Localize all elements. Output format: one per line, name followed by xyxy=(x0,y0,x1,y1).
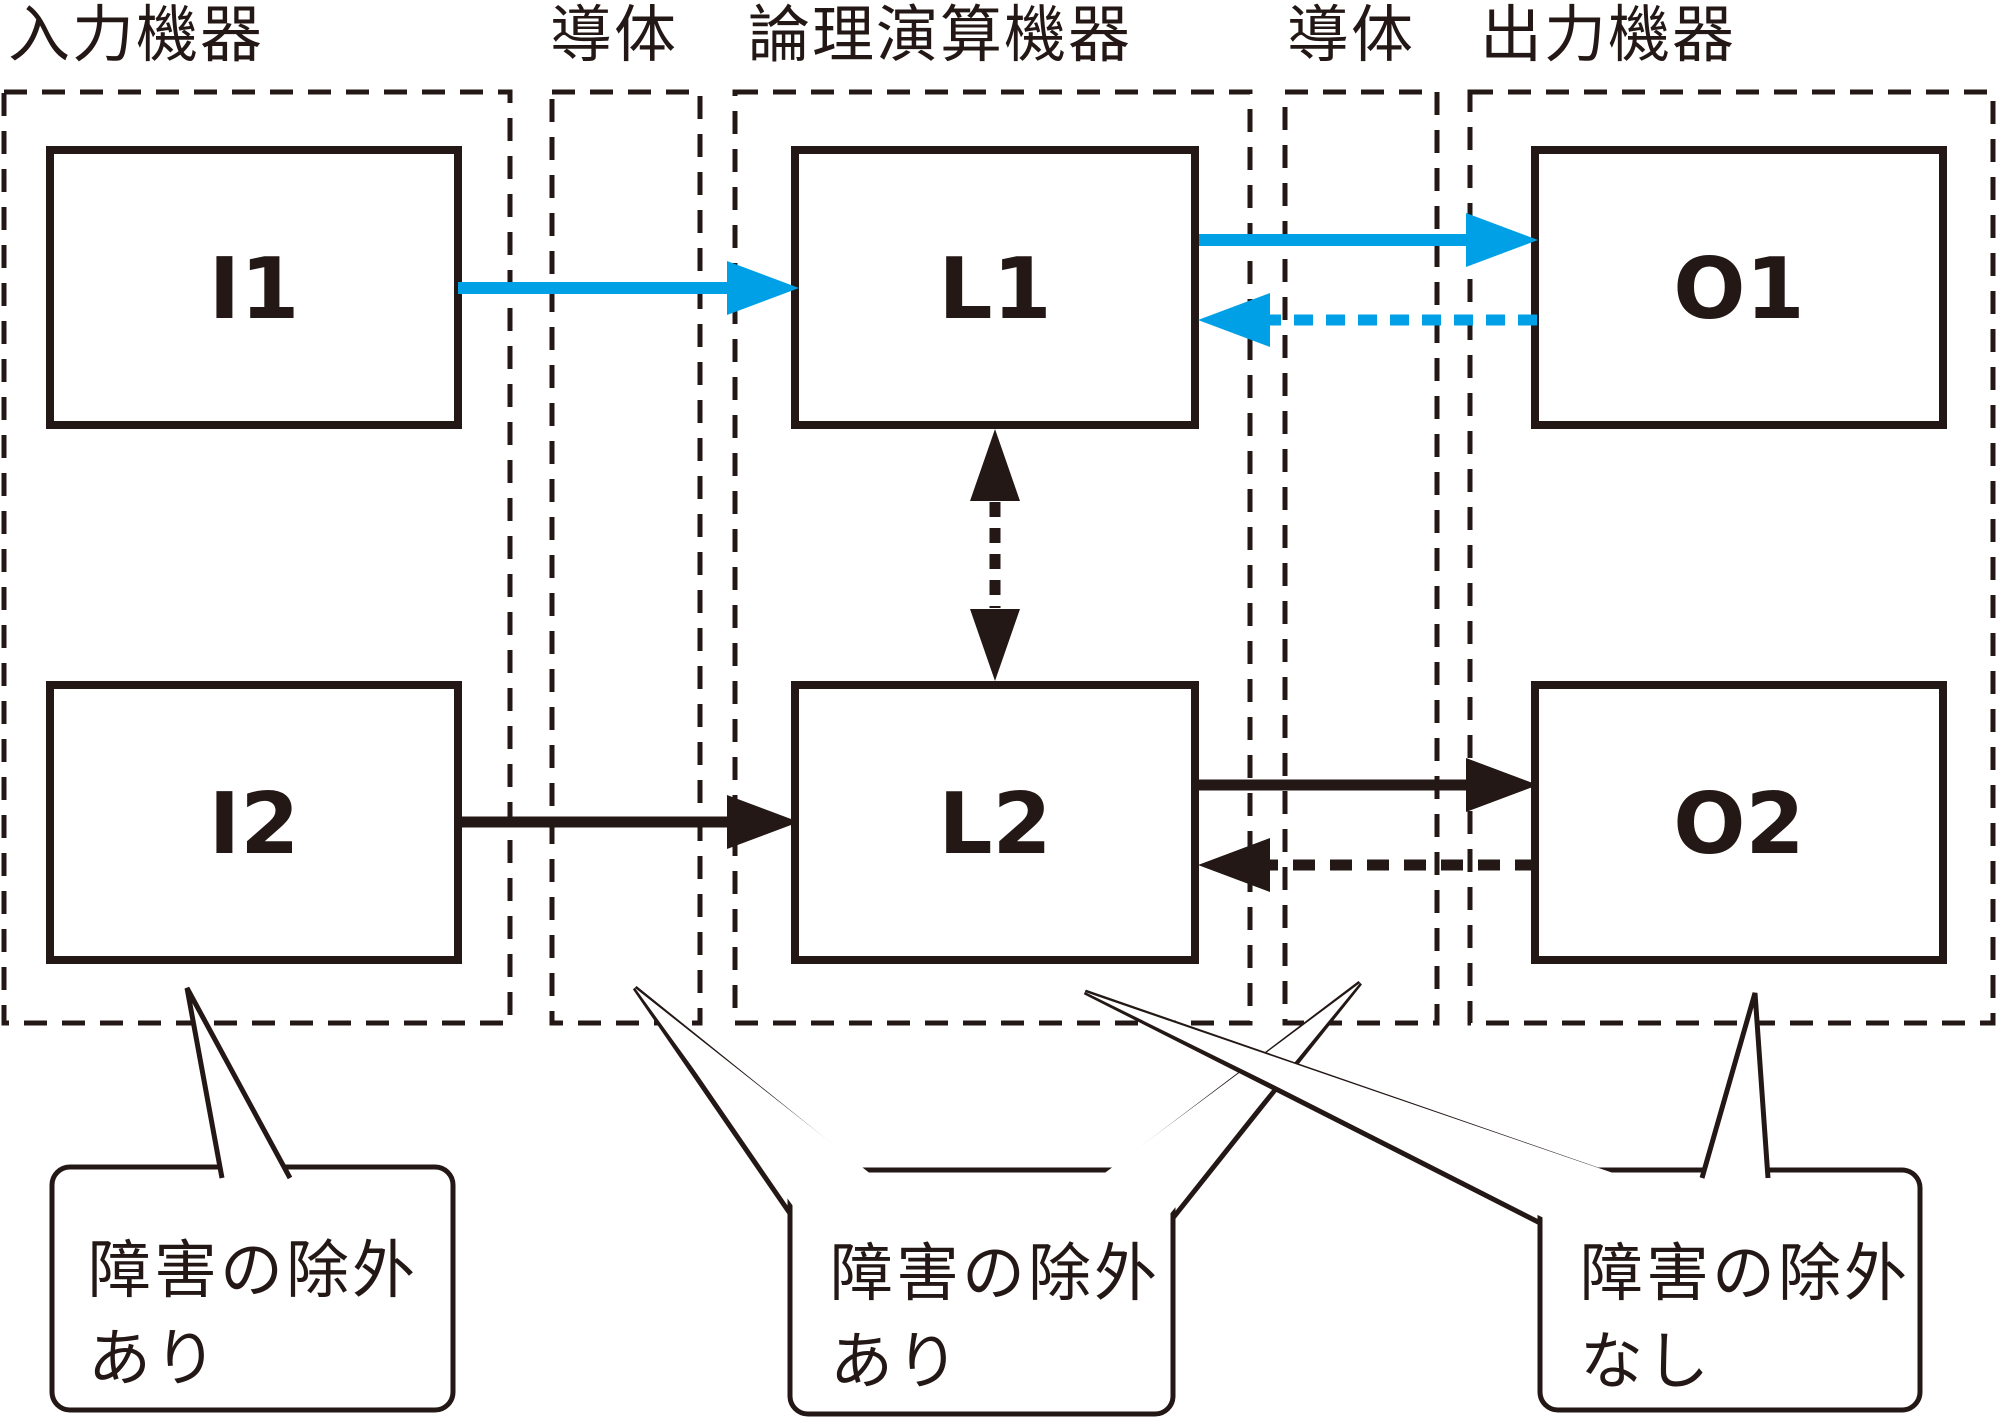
group-box-conductor-right xyxy=(1282,89,1440,1026)
arrow-l2-to-o2 xyxy=(1199,758,1538,812)
label-conductor-left: 導体 xyxy=(550,0,678,71)
device-nodes: I1 I2 L1 L2 O1 O2 xyxy=(46,146,1947,964)
arrowhead-icon xyxy=(1466,758,1538,812)
node-box-i1 xyxy=(46,146,462,429)
arrow-l1-l2-bidirectional-dashed xyxy=(970,429,1020,681)
callout-logic-output-line1: 障害の除外 xyxy=(1580,1237,1910,1310)
arrow-o2-to-l2-dashed xyxy=(1198,838,1537,892)
arrowhead-icon xyxy=(970,609,1020,681)
callout-conductors: 障害の除外 あり xyxy=(632,981,1362,1417)
node-label-l2: L2 xyxy=(938,775,1051,874)
label-conductor-right: 導体 xyxy=(1287,0,1415,71)
callout-input-line1: 障害の除外 xyxy=(88,1234,418,1307)
node-box-i2 xyxy=(46,681,462,964)
node-label-i2: I2 xyxy=(209,775,300,874)
node-label-i1: I1 xyxy=(209,240,300,339)
callout-conductors-line1: 障害の除外 xyxy=(830,1237,1160,1310)
arrow-o1-to-l1-dashed xyxy=(1198,293,1537,347)
arrow-i1-to-l1 xyxy=(458,261,799,315)
label-logic-devices: 論理演算機器 xyxy=(748,0,1132,71)
node-label-o2: O2 xyxy=(1673,775,1804,874)
label-input-devices: 入力機器 xyxy=(8,0,264,71)
node-label-o1: O1 xyxy=(1673,240,1804,339)
arrowhead-icon xyxy=(1198,838,1270,892)
group-box-input xyxy=(1,89,513,1026)
node-box-o1 xyxy=(1531,146,1947,429)
callout-pointer-fill xyxy=(635,983,1360,1226)
callout-logic-output-line2: なし xyxy=(1580,1325,1712,1398)
callout-input-line2: あり xyxy=(88,1322,220,1395)
arrowhead-icon xyxy=(970,429,1020,501)
label-output-devices: 出力機器 xyxy=(1480,0,1736,71)
column-labels: 入力機器 導体 論理演算機器 導体 出力機器 xyxy=(8,0,1736,71)
callout-conductors-line2: あり xyxy=(830,1325,962,1398)
arrowhead-icon xyxy=(727,261,799,315)
group-box-conductor-left xyxy=(549,89,703,1026)
group-box-output xyxy=(1467,89,1996,1026)
arrow-l1-to-o1 xyxy=(1199,213,1538,267)
node-label-l1: L1 xyxy=(938,240,1051,339)
arrowhead-icon xyxy=(1466,213,1538,267)
callout-pointer-fill xyxy=(1085,992,1619,1224)
callout-logic-output: 障害の除外 なし xyxy=(1083,989,1923,1413)
callout-input: 障害の除外 あり xyxy=(49,986,456,1413)
group-boxes xyxy=(1,89,1996,1026)
node-box-o2 xyxy=(1531,681,1947,964)
arrowhead-icon xyxy=(1198,293,1270,347)
callout-pointer xyxy=(1699,992,1771,1179)
node-box-l1 xyxy=(791,146,1199,429)
arrowhead-icon xyxy=(727,795,799,849)
callout-pointer xyxy=(184,986,293,1180)
arrow-i2-to-l2 xyxy=(458,795,799,849)
